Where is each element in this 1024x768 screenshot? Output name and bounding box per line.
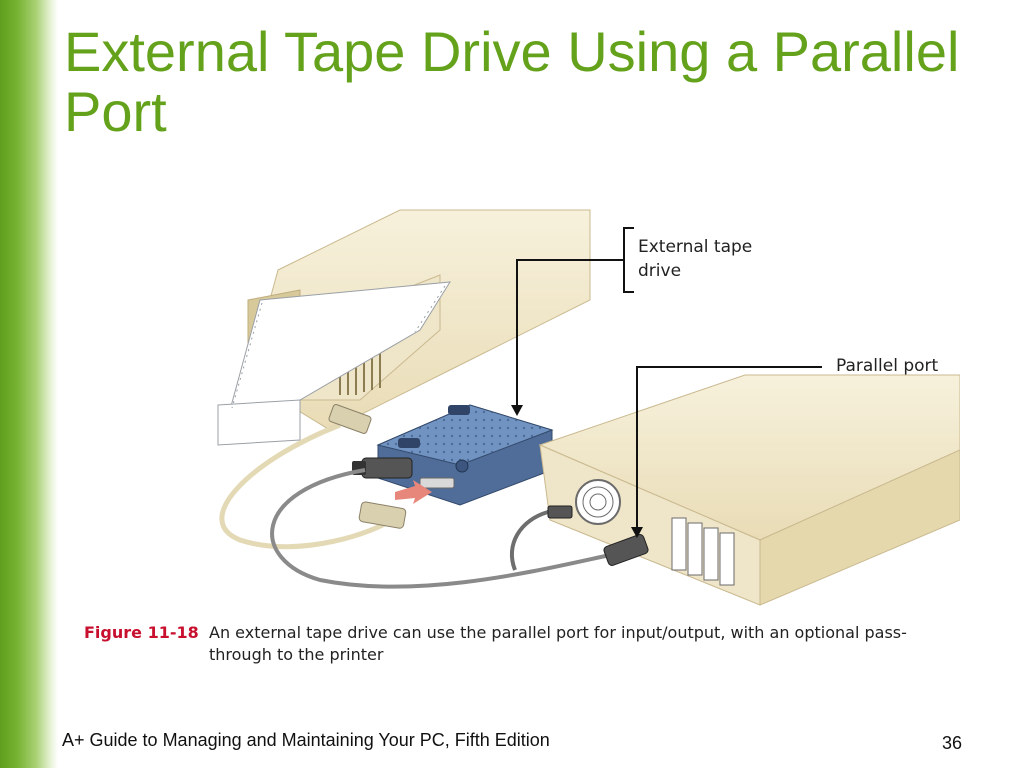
- tape-drive-callout-label: External tape drive: [638, 237, 753, 281]
- tape-drive-connector: [352, 457, 413, 479]
- printer-paper: [217, 281, 451, 446]
- printer-cable-connector: [328, 404, 372, 434]
- figure-number: Figure 11-18: [84, 623, 199, 642]
- pass-through-arrow: [395, 480, 432, 504]
- tape-drive-illustration: [217, 209, 960, 606]
- figure-caption-text: An external tape drive can use the paral…: [209, 623, 907, 664]
- fan-grille: [575, 479, 621, 525]
- printer-cable: [219, 422, 392, 550]
- parallel-port-connector: [603, 534, 649, 566]
- parallel-port-callout-label: Parallel port: [836, 356, 939, 376]
- slide-title: External Tape Drive Using a Parallel Por…: [64, 20, 960, 143]
- tape-drive-callout-line: [511, 227, 634, 416]
- power-cable: [509, 510, 549, 571]
- slide-page-number: 36: [941, 733, 962, 753]
- parallel-cable: [270, 468, 611, 589]
- parallel-port-callout-line: [631, 366, 822, 538]
- expansion-slots: [671, 517, 735, 586]
- left-accent-band: [0, 0, 58, 768]
- pass-through-connector: [358, 501, 407, 529]
- computer-case: [538, 374, 960, 606]
- slide-footer: A+ Guide to Managing and Maintaining You…: [62, 730, 550, 750]
